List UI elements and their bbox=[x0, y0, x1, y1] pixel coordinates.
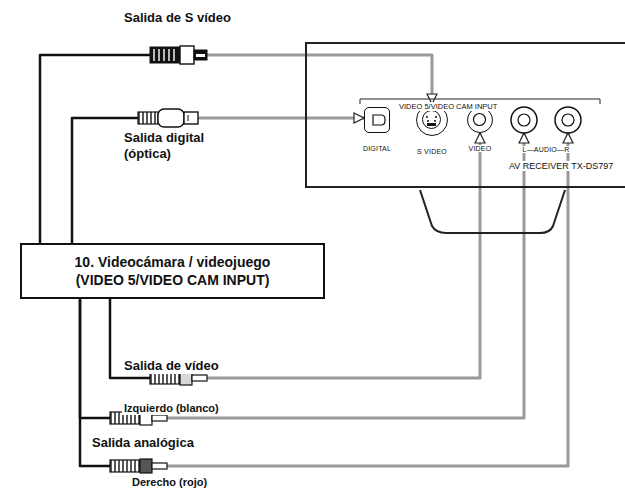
s-video-pin bbox=[427, 120, 429, 122]
jack-label: S VIDEO bbox=[415, 148, 449, 155]
cable-source-part bbox=[80, 299, 110, 418]
group-bracket-end bbox=[360, 99, 361, 104]
cable bbox=[80, 133, 568, 466]
receiver-panel: VIDEO 5/VIDEO CAM INPUT AV RECEIVER TX-DS… bbox=[305, 42, 625, 188]
label-holder: Izquierdo (blanco) bbox=[122, 398, 221, 416]
optical-jack: DIGITAL bbox=[364, 107, 390, 133]
s-video-pin bbox=[426, 116, 428, 118]
label-holder: AV RECEIVER TX-DS797 bbox=[507, 155, 615, 173]
cable-plug bbox=[138, 109, 198, 127]
s-video-socket bbox=[423, 111, 441, 129]
group-bracket-end bbox=[600, 99, 601, 104]
s-video-pin bbox=[434, 120, 436, 122]
cable-plug bbox=[110, 459, 167, 473]
jack-label: VIDEO bbox=[467, 145, 494, 152]
cable-receiver-part bbox=[167, 133, 568, 466]
cable-label: Salida digital (óptica) bbox=[122, 130, 234, 162]
receiver-foot bbox=[420, 190, 565, 233]
cable bbox=[40, 55, 432, 243]
label-holder: VIDEO 5/VIDEO CAM INPUT bbox=[397, 95, 499, 113]
label-holder: L—AUDIO—R bbox=[521, 138, 572, 156]
rca-socket bbox=[562, 114, 574, 126]
audio-jack-pair: L—AUDIO—R bbox=[509, 107, 583, 133]
jack-label: DIGITAL bbox=[361, 145, 393, 152]
optical-port bbox=[373, 115, 385, 125]
cable-plug bbox=[150, 46, 207, 64]
label-holder: Derecho (rojo) bbox=[130, 472, 209, 490]
cable-receiver-part bbox=[207, 55, 432, 104]
model-label: AV RECEIVER TX-DS797 bbox=[507, 161, 615, 171]
label-holder: Salida analógica bbox=[90, 433, 196, 451]
cable-label: Derecho (rojo) bbox=[130, 475, 209, 489]
s-video-pin bbox=[435, 116, 437, 118]
cable-receiver-part bbox=[198, 117, 364, 120]
source-device-box: 10. Videocámara / videojuego (VIDEO 5/VI… bbox=[20, 243, 325, 299]
label-holder: S VIDEO bbox=[415, 140, 449, 158]
label-holder: Salida de S vídeo bbox=[122, 8, 233, 26]
jack-label: L—AUDIO—R bbox=[521, 146, 572, 153]
cable-group-label: Salida analógica bbox=[90, 435, 196, 450]
label-holder: DIGITAL bbox=[361, 137, 393, 155]
label-holder: Salida de vídeo bbox=[122, 356, 221, 374]
jack-symbol bbox=[509, 107, 583, 133]
s-video-key bbox=[427, 123, 436, 126]
rca-socket bbox=[474, 114, 486, 126]
cable-label: Salida de S vídeo bbox=[122, 10, 233, 26]
group-bracket-line bbox=[360, 99, 600, 100]
input-group-label: VIDEO 5/VIDEO CAM INPUT bbox=[397, 102, 499, 111]
rca-jack bbox=[511, 107, 537, 133]
label-holder: Salida digital (óptica) bbox=[122, 130, 234, 162]
cable-label: Salida de vídeo bbox=[122, 358, 221, 374]
cable bbox=[72, 118, 364, 243]
cable-label: Izquierdo (blanco) bbox=[122, 401, 221, 415]
label-holder: VIDEO bbox=[467, 137, 494, 155]
jack-symbol bbox=[365, 108, 389, 132]
jack-symbol bbox=[468, 108, 492, 132]
device-name: 10. Videocámara / videojuego (VIDEO 5/VI… bbox=[52, 253, 293, 289]
rca-jack bbox=[555, 107, 581, 133]
rca-socket bbox=[518, 114, 530, 126]
